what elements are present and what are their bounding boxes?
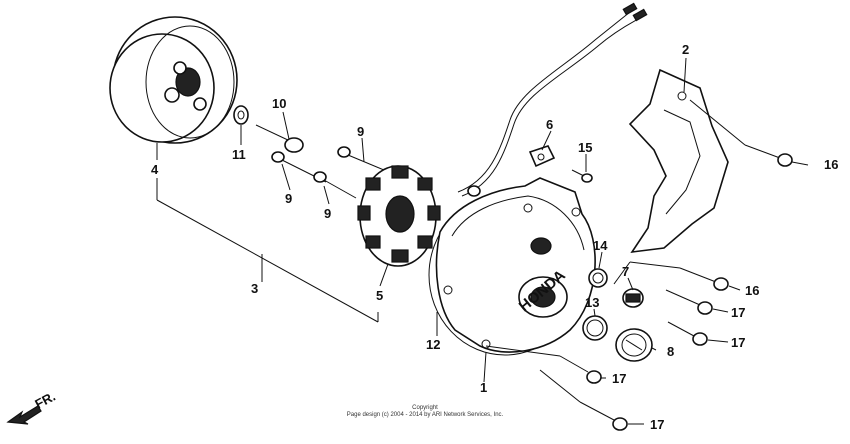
callout-9a: 9 (357, 124, 364, 139)
callout-14: 14 (593, 238, 608, 253)
callout-17d: 17 (650, 417, 664, 432)
guard-bolt-16b (679, 267, 729, 291)
callout-9c: 9 (324, 206, 331, 221)
stator-5 (357, 165, 441, 267)
callout-16a: 16 (824, 157, 838, 172)
flywheel-bolt-10 (255, 124, 304, 153)
callout-8: 8 (667, 344, 674, 359)
copyright-notice: Copyright Page design (c) 2004 - 2014 by… (320, 405, 530, 419)
front-arrow: FR. (6, 389, 58, 425)
bolt-15 (571, 169, 593, 183)
callout-1: 1 (480, 380, 487, 395)
callout-7: 7 (622, 264, 629, 279)
cover-bolt-17d (579, 401, 628, 431)
copyright-line-1: Copyright (412, 405, 438, 411)
timing-plug-7 (622, 288, 644, 308)
assembly-bracket-3 (156, 178, 379, 323)
wiring-harness (457, 2, 648, 197)
callout-12: 12 (426, 337, 440, 352)
washer-11 (233, 105, 249, 125)
cover-bolt-17b (667, 321, 708, 346)
callout-16b: 16 (745, 283, 759, 298)
callout-2: 2 (682, 42, 689, 57)
callout-11: 11 (232, 147, 246, 162)
leader-lines (156, 57, 809, 425)
flywheel-rotor (109, 16, 238, 144)
callout-3: 3 (251, 281, 258, 296)
wire-clamp-6 (528, 145, 556, 168)
callout-15: 15 (578, 140, 592, 155)
callout-17b: 17 (731, 335, 745, 350)
copyright-line-2: Page design (c) 2004 - 2014 by ARI Netwo… (346, 412, 504, 418)
callout-17c: 17 (612, 371, 626, 386)
callout-6: 6 (546, 117, 553, 132)
callout-13: 13 (585, 295, 599, 310)
callout-17a: 17 (731, 305, 745, 320)
callout-4: 4 (151, 162, 159, 177)
o-ring-14 (588, 268, 608, 288)
callout-9b: 9 (285, 191, 292, 206)
hole-cap-8 (615, 328, 653, 362)
callout-10: 10 (272, 96, 286, 111)
guard-bolt-16a (744, 144, 793, 167)
cover-guard-2 (628, 68, 729, 254)
cover-bolt-17c (559, 355, 602, 384)
left-crankcase-cover-1: HONDA (435, 177, 596, 353)
stator-bolt-9b (313, 171, 357, 199)
cover-bolt-17a (665, 289, 713, 315)
callout-5: 5 (376, 288, 383, 303)
stator-bolt-9c (337, 146, 385, 171)
